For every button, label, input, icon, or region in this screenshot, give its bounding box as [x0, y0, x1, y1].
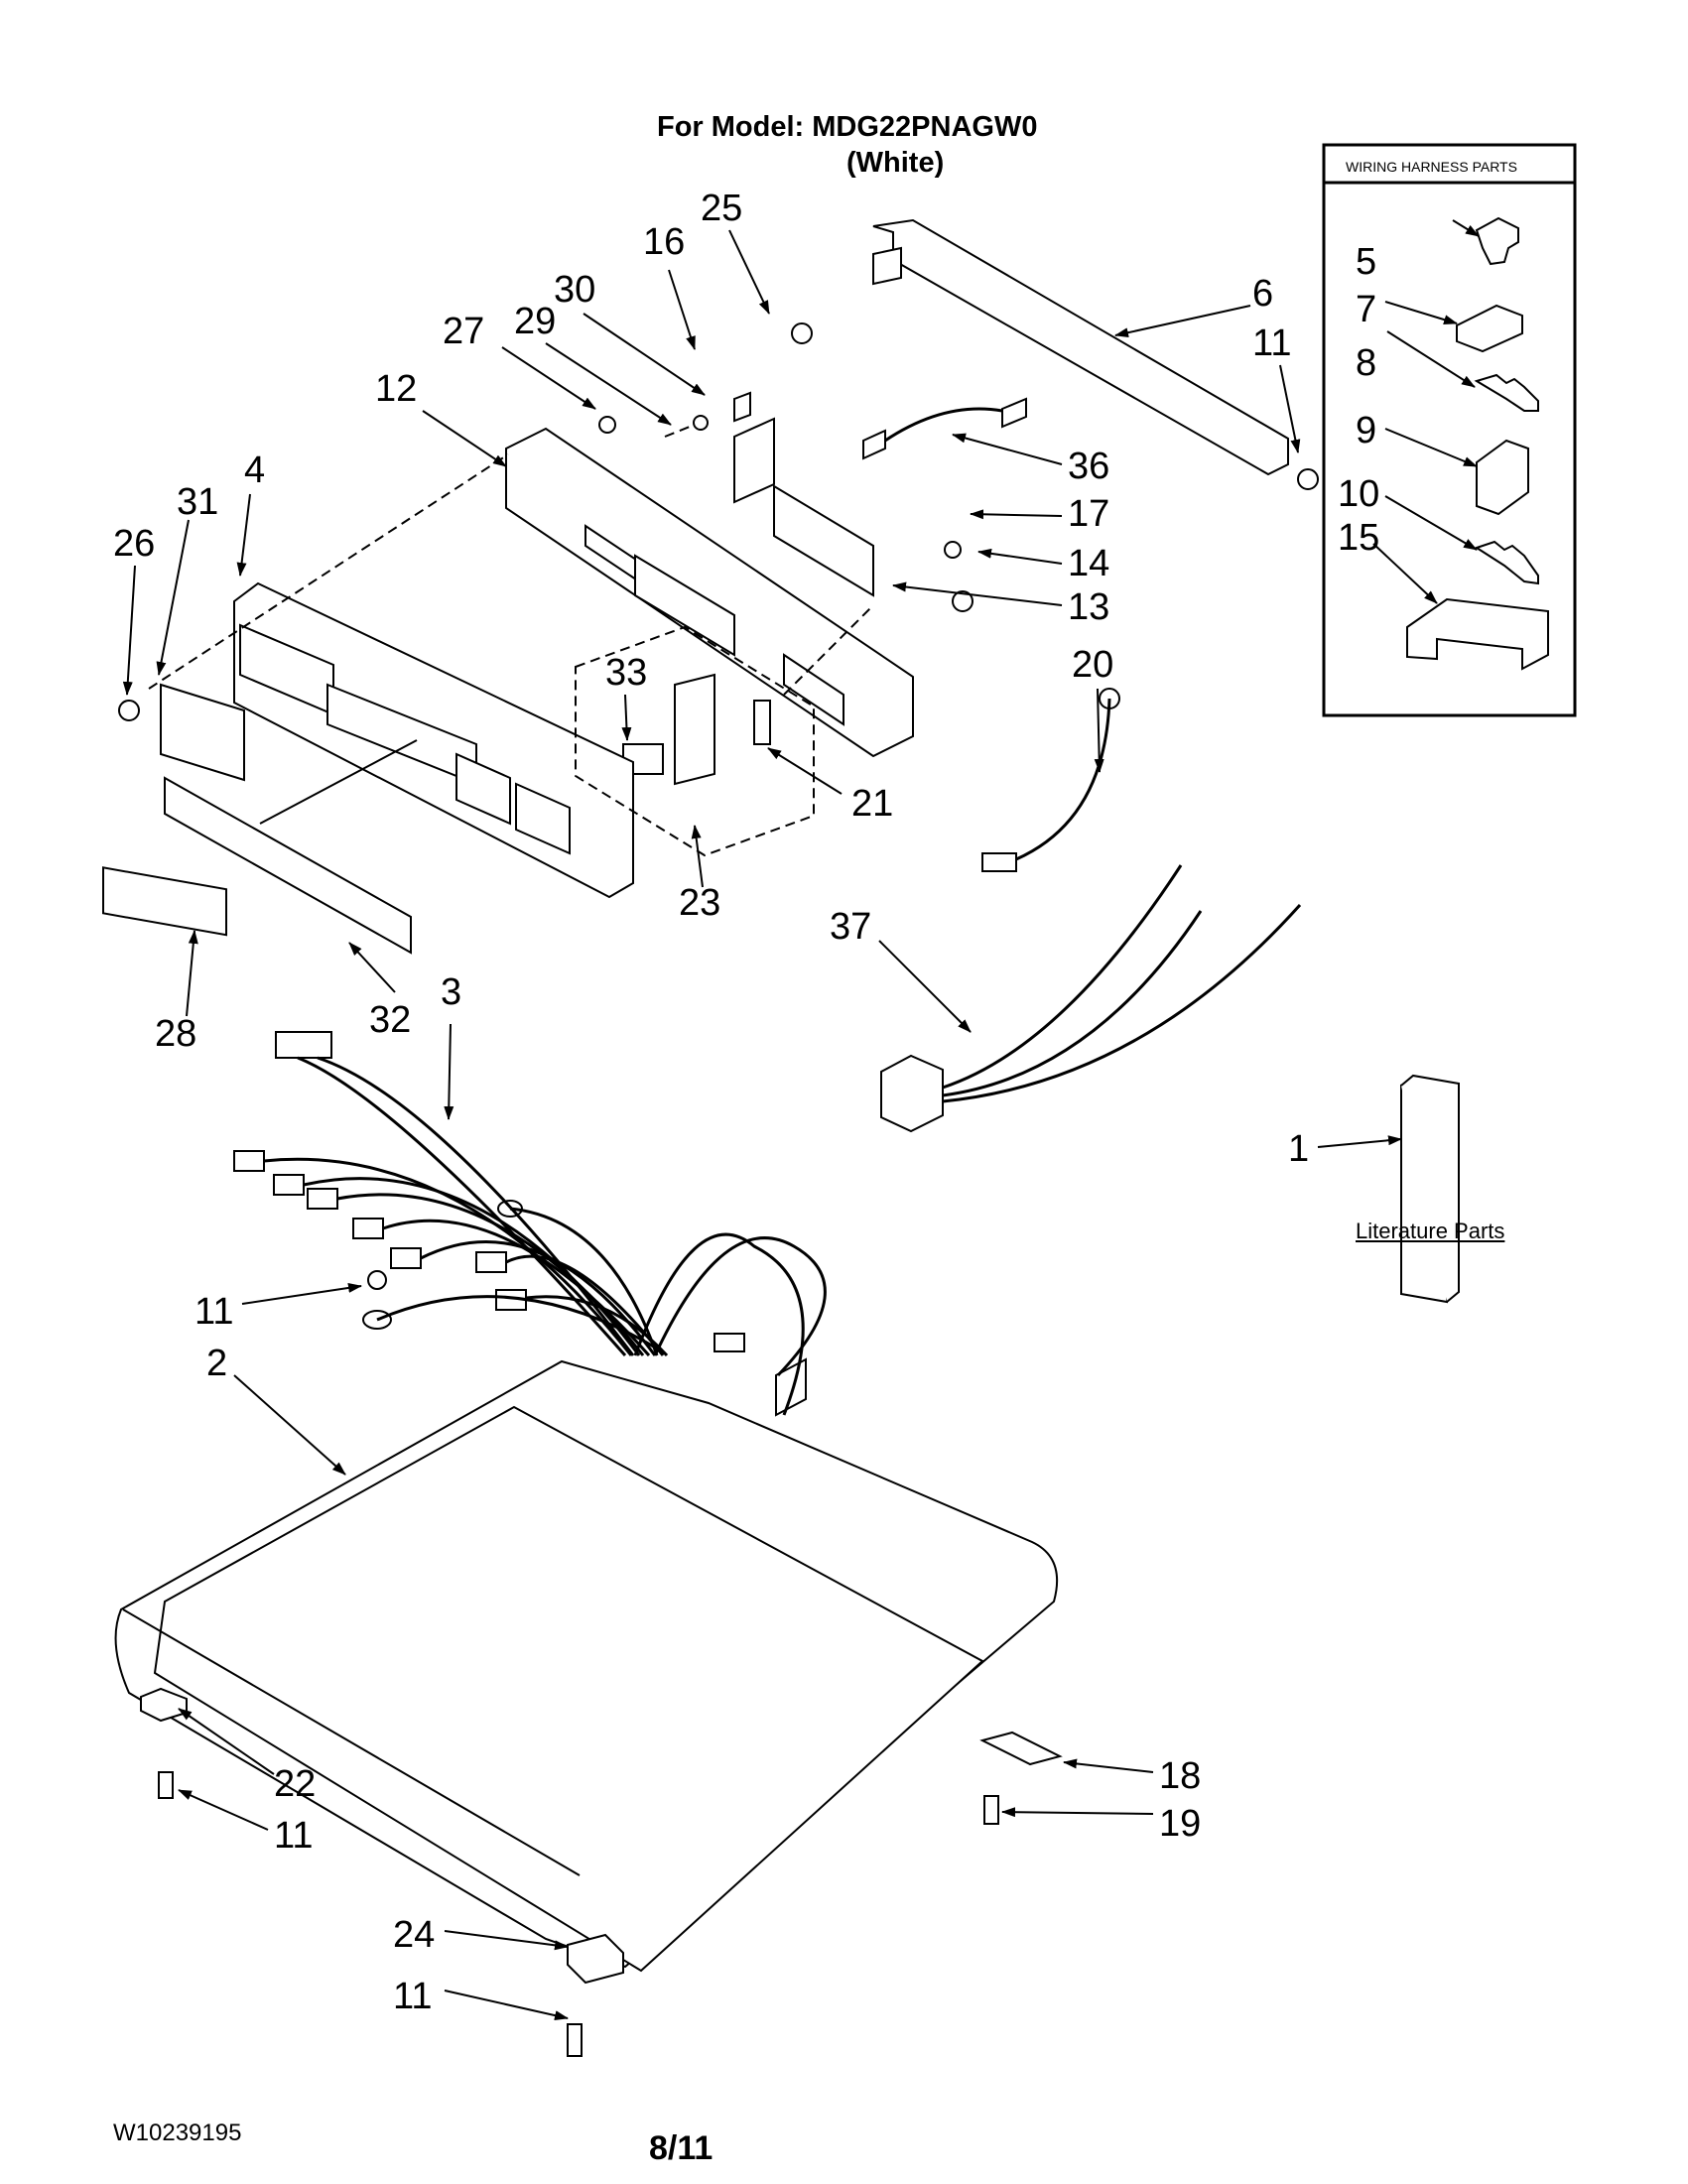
screw-icon: [983, 1795, 999, 1825]
board-23-outline: [148, 424, 874, 857]
callout-13: 13: [1068, 586, 1109, 628]
screw-icon: [693, 415, 709, 431]
manual-icon: [1400, 1074, 1460, 1304]
wiring-harness-box: [1322, 143, 1577, 717]
harness-parts-drawings: [1406, 216, 1549, 671]
callout-37: 37: [830, 906, 871, 948]
callout-14: 14: [1068, 543, 1109, 584]
model-title: For Model: MDG22PNAGW0: [657, 111, 1038, 143]
screw-icon: [791, 322, 813, 344]
callout-8: 8: [1356, 342, 1376, 384]
arrow-icon: [122, 219, 1480, 2021]
wiring-box-title: WIRING HARNESS PARTS: [1346, 159, 1517, 175]
callout-30: 30: [554, 269, 595, 311]
callout-26: 26: [113, 523, 155, 565]
callout-23: 23: [679, 882, 720, 924]
connector-icon: [1406, 597, 1549, 671]
wire-20-connector: [981, 852, 1017, 872]
clip-29: [733, 391, 751, 423]
rear-bracket: [872, 218, 1289, 476]
model-color: (White): [846, 147, 945, 179]
doc-number: W10239195: [113, 2120, 242, 2146]
callout-32: 32: [369, 999, 411, 1041]
callout-6: 6: [1252, 273, 1273, 315]
plate-21: [753, 700, 771, 745]
control-board: [733, 417, 775, 504]
display-lens: [102, 866, 227, 937]
callout-7: 7: [1356, 289, 1376, 330]
screw-icon: [598, 416, 616, 434]
screw-icon: [567, 2023, 583, 2057]
callout-4: 4: [244, 450, 265, 491]
callout-31: 31: [177, 481, 218, 523]
callout-22: 22: [274, 1763, 316, 1805]
callout-21: 21: [851, 783, 893, 825]
callout-3: 3: [441, 971, 461, 1013]
page-number: 8/11: [649, 2129, 714, 2167]
callout-11-mid: 11: [195, 1291, 233, 1333]
screw-icon: [1297, 468, 1319, 490]
wire-harness-icon: [263, 407, 1302, 1416]
callout-20: 20: [1072, 644, 1113, 686]
callout-1: 1: [1288, 1128, 1309, 1170]
side-panel-31: [160, 683, 245, 782]
callout-16: 16: [643, 221, 685, 263]
connector-icon: [1456, 304, 1523, 353]
harness-36: [862, 429, 886, 460]
callout-11-left: 11: [274, 1815, 313, 1857]
top-cover: [114, 1359, 1059, 1973]
screw-icon: [118, 700, 140, 721]
literature-caption: Literature Parts: [1356, 1219, 1505, 1243]
callout-24: 24: [393, 1914, 435, 1956]
connector-icon: [1474, 540, 1539, 585]
connector-icon: [1476, 439, 1529, 516]
bracket-24: [567, 1933, 624, 1985]
callout-28: 28: [155, 1013, 196, 1055]
screw-icon: [158, 1771, 174, 1799]
callout-36: 36: [1068, 446, 1109, 487]
main-harness-connectors: [233, 1031, 807, 1417]
screw-icon: [944, 541, 962, 559]
bracket-18: [979, 1731, 1063, 1766]
harness-36: [1001, 397, 1027, 429]
callout-29: 29: [514, 301, 556, 342]
switch-board: [674, 673, 715, 786]
callout-19: 19: [1159, 1803, 1201, 1845]
callout-9: 9: [1356, 410, 1376, 451]
callout-labels: 25 16 30 29 27 12 31 4 26 6 11 36 17 14 …: [113, 188, 1379, 2017]
hinge-parts: [140, 1687, 1063, 2057]
callout-2: 2: [206, 1343, 227, 1384]
callout-11-top: 11: [1252, 322, 1291, 364]
callout-5: 5: [1356, 241, 1376, 283]
callout-12: 12: [375, 368, 417, 410]
screw-icon: [367, 1270, 387, 1290]
overlay-32: [164, 776, 412, 955]
console-parts-drawings: [102, 218, 1319, 955]
connector-icon: [1474, 373, 1539, 412]
callout-10: 10: [1338, 473, 1379, 515]
callout-18: 18: [1159, 1755, 1201, 1797]
callout-25: 25: [701, 188, 742, 229]
harness-37-connector: [880, 1054, 944, 1133]
callout-15: 15: [1338, 517, 1379, 559]
screw-icon: [952, 590, 974, 612]
callout-11-bot: 11: [393, 1976, 432, 2017]
callout-17: 17: [1068, 493, 1109, 535]
callout-33: 33: [605, 652, 647, 694]
callout-27: 27: [443, 311, 484, 352]
connector-icon: [1475, 216, 1519, 266]
